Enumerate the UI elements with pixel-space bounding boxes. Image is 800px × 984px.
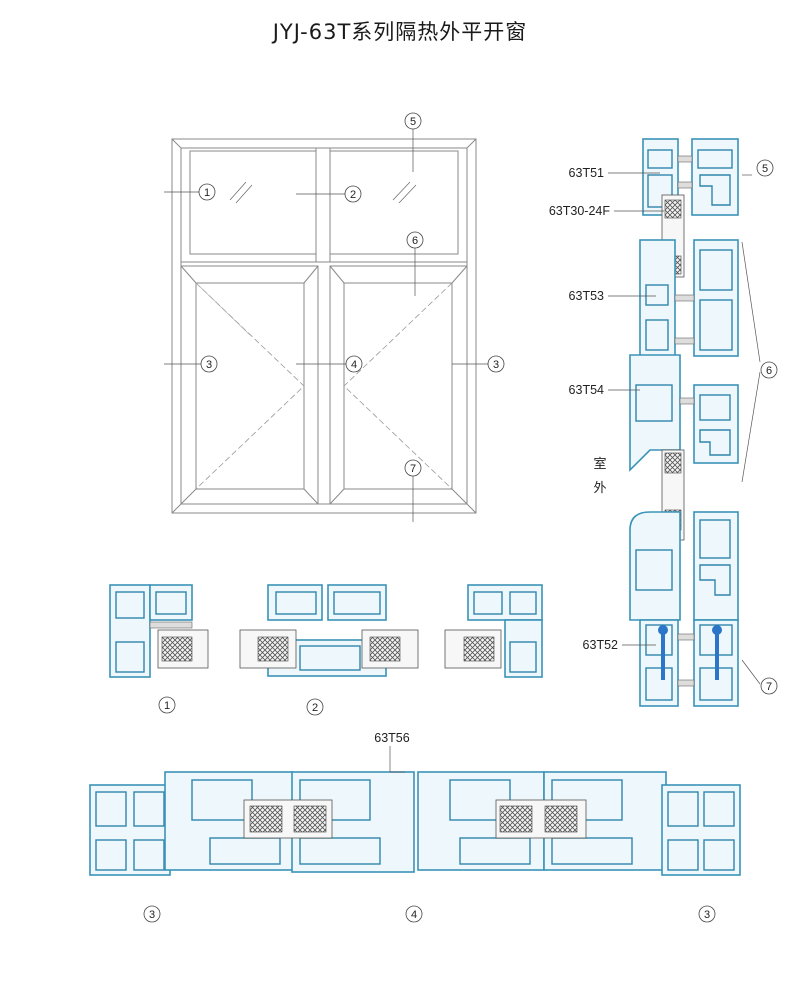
callout-6: 6 — [412, 235, 418, 247]
right-callout-5: 5 — [762, 163, 768, 175]
callout-1: 1 — [204, 187, 210, 199]
horizontal-section: 63T56 — [89, 731, 741, 876]
detail-callout-2: 2 — [312, 702, 318, 714]
callout-5: 5 — [410, 116, 416, 128]
label-63t53: 63T53 — [569, 289, 604, 303]
callout-circle — [198, 183, 216, 201]
detail-callouts: 1 2 — [158, 696, 324, 716]
bottom-callout-4: 4 — [411, 909, 417, 921]
callout-3-right: 3 — [493, 359, 499, 371]
right-callout-6: 6 — [766, 365, 772, 377]
label-63t54: 63T54 — [569, 383, 604, 397]
bottom-callout-3-left: 3 — [149, 909, 155, 921]
bottom-callouts: 3 4 3 — [143, 905, 716, 923]
detail-3 — [444, 584, 543, 678]
bottom-callout-3-right: 3 — [704, 909, 710, 921]
callout-4: 4 — [351, 359, 357, 371]
callout-2: 2 — [350, 189, 356, 201]
label-63t56: 63T56 — [374, 731, 409, 745]
right-callout-7: 7 — [766, 681, 772, 693]
callout-7: 7 — [410, 463, 416, 475]
label-63t51: 63T51 — [569, 166, 604, 180]
window-elevation — [171, 138, 477, 514]
detail-1 — [109, 584, 209, 678]
vertical-section — [629, 138, 739, 707]
detail-2 — [239, 584, 419, 677]
page-title: JYJ-63T系列隔热外平开窗 — [272, 20, 528, 44]
window-callouts: 1 2 3 3 4 5 6 7 — [164, 112, 505, 522]
label-63t30-24f: 63T30-24F — [549, 204, 611, 218]
vertical-section-labels: 63T51 63T30-24F 63T53 63T54 63T52 室 外 5 … — [549, 159, 778, 695]
callout-3-left: 3 — [206, 359, 212, 371]
label-interior-2: 外 — [593, 481, 606, 496]
detail-callout-1: 1 — [164, 700, 170, 712]
label-interior-1: 室 — [593, 456, 606, 472]
label-63t52: 63T52 — [583, 638, 618, 652]
